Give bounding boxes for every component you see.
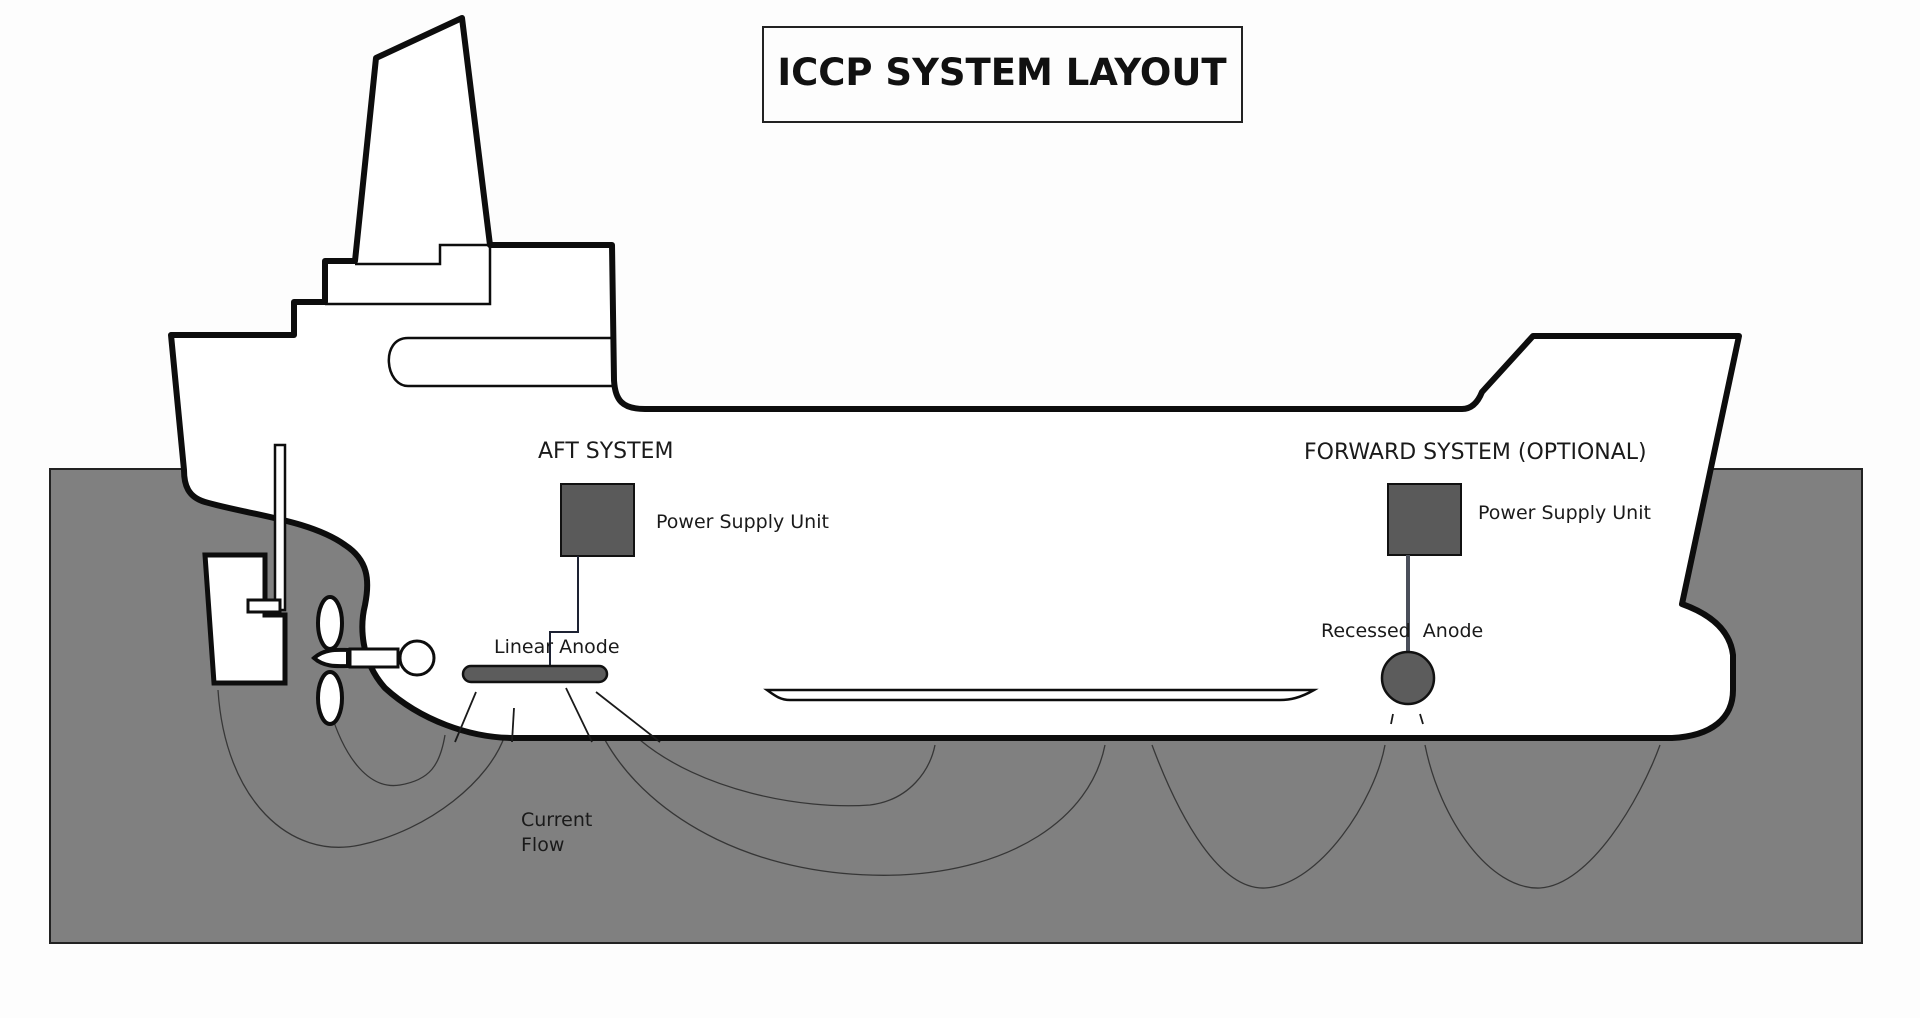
superstructure [325, 243, 612, 388]
title-frame [762, 26, 1243, 123]
propeller-blade-upper [316, 595, 344, 651]
aft-power-supply-unit [560, 483, 635, 557]
ray [1390, 713, 1394, 725]
recessed-anode [1380, 650, 1436, 706]
forward-psu-label: Power Supply Unit [1478, 502, 1651, 524]
rudder [202, 552, 288, 686]
forward-power-supply-unit [1387, 483, 1462, 556]
rudder-stock [273, 443, 287, 612]
forward-system: FORWARD SYSTEM (OPTIONAL) Power Supply U… [1304, 440, 1651, 725]
bilge-keel [763, 688, 1319, 702]
forward-anode-label: Recessed Anode [1321, 620, 1483, 642]
aft-anode-rays [454, 687, 661, 743]
current-arc [1424, 744, 1661, 889]
propeller-hub [311, 647, 350, 669]
aft-system-heading: AFT SYSTEM [538, 439, 673, 464]
ray [595, 691, 661, 743]
current-flow-lines [217, 689, 1661, 889]
bridge-deck-lower [325, 245, 492, 306]
bridge-deck-upper [355, 243, 490, 266]
rudder-assembly [202, 443, 288, 686]
ray [565, 687, 593, 743]
ray [1419, 713, 1424, 725]
current-flow-label: Current Flow [521, 809, 592, 856]
propeller-assembly [311, 595, 436, 726]
aft-anode-cable [549, 556, 579, 668]
current-flow-label-line1: Current [521, 809, 592, 831]
current-arc [217, 689, 506, 848]
forward-system-heading: FORWARD SYSTEM (OPTIONAL) [1304, 440, 1647, 465]
ray [511, 707, 515, 743]
propeller-shaft [348, 647, 400, 669]
current-arc [1151, 744, 1386, 889]
rudder-pintle [246, 598, 282, 614]
title-box: ICCP SYSTEM LAYOUT [762, 26, 1243, 123]
aft-system: AFT SYSTEM Power Supply Unit Linear Anod… [454, 439, 829, 743]
ray [454, 691, 477, 743]
current-arc [604, 739, 1106, 876]
forward-anode-rays [1390, 713, 1424, 725]
aft-anode-label: Linear Anode [494, 636, 620, 658]
propeller-blade-lower [316, 670, 344, 726]
lifeboat [387, 336, 612, 388]
aft-psu-label: Power Supply Unit [656, 511, 829, 533]
current-flow-label-line2: Flow [521, 834, 564, 856]
diagram-title: ICCP SYSTEM LAYOUT [777, 51, 1227, 94]
current-arc [329, 709, 446, 787]
linear-anode [461, 664, 609, 684]
shaft-coupling [398, 639, 436, 677]
hull [168, 15, 1742, 741]
current-arc [639, 739, 936, 807]
